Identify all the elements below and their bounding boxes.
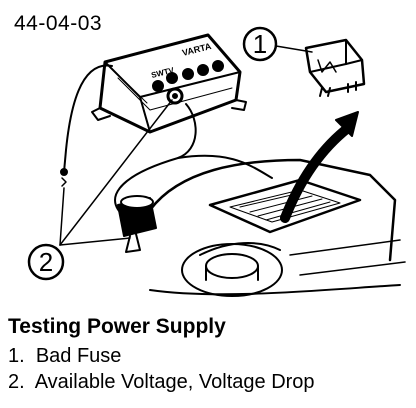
- caption-item-number: 2.: [8, 371, 25, 393]
- callout-2: 2: [27, 243, 65, 281]
- vehicle-body: [148, 158, 406, 297]
- caption-item-2: 2. Available Voltage, Voltage Drop: [8, 369, 315, 395]
- caption-item-number: 1.: [8, 345, 25, 367]
- probe-lead-right: [114, 103, 197, 223]
- svg-text:1: 1: [253, 29, 267, 59]
- probe-clip: [117, 195, 157, 253]
- caption: Testing Power Supply 1. Bad Fuse 2. Avai…: [8, 315, 315, 395]
- probe-tip-left: [60, 168, 68, 176]
- fuse-icon: [304, 38, 366, 97]
- caption-item-text: Bad Fuse: [35, 345, 122, 367]
- caption-title: Testing Power Supply: [8, 315, 226, 338]
- relay-module: [91, 33, 247, 134]
- svg-text:2: 2: [39, 247, 53, 277]
- power-supply-illustration: 1 2 VARTA SWTV: [27, 26, 406, 297]
- caption-item-text: Available Voltage, Voltage Drop: [34, 371, 315, 393]
- diagram-code: 44-04-03: [14, 12, 103, 35]
- probe-lead-left: [63, 64, 113, 173]
- callout-1: 1: [242, 26, 278, 62]
- caption-item-1: 1. Bad Fuse: [8, 343, 315, 369]
- curved-arrow: [280, 111, 359, 223]
